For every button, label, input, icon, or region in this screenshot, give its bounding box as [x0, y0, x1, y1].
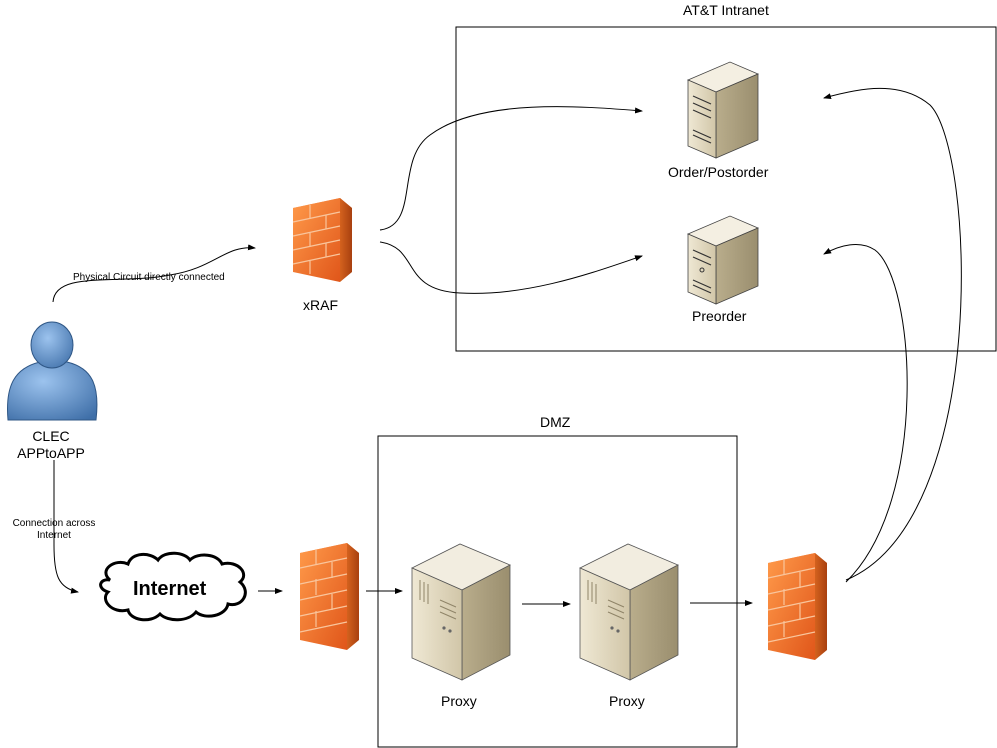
edge-xraf-to-preorder: [379, 241, 643, 294]
intranet-zone: [455, 26, 997, 352]
edge-firewall-to-preorder: [823, 243, 908, 583]
proxy-server-1-icon: [411, 543, 511, 681]
physical-circuit-label: Physical Circuit directly connected: [73, 272, 225, 283]
edge-user-to-internet: [53, 460, 79, 594]
order-server-icon: [686, 61, 760, 159]
preorder-server-icon: [686, 215, 760, 305]
entry-firewall-icon: [299, 543, 359, 650]
preorder-server-label: Preorder: [692, 308, 747, 324]
xraf-firewall-icon: [292, 198, 352, 282]
proxy-2-label: Proxy: [609, 693, 645, 709]
proxy-server-2-icon: [579, 543, 679, 681]
connection-internet-label: Connection across Internet: [4, 518, 104, 542]
cloud-icon: [99, 551, 247, 622]
user-label: CLEC APPtoAPP: [8, 428, 94, 462]
user-label-line2: APPtoAPP: [17, 445, 85, 461]
xraf-label: xRAF: [303, 297, 338, 313]
order-server-label: Order/Postorder: [668, 164, 769, 180]
intranet-zone-label: AT&T Intranet: [683, 2, 769, 18]
edge-physical-circuit: [52, 244, 256, 303]
connection-internet-line1: Connection across: [12, 518, 96, 529]
dmz-zone-label: DMZ: [540, 414, 571, 430]
internet-label: Internet: [133, 578, 207, 600]
edge-xraf-to-order: [379, 106, 643, 231]
exit-firewall-icon: [767, 553, 827, 660]
user-label-line1: CLEC: [32, 428, 70, 444]
edge-firewall-to-order: [823, 87, 962, 581]
connection-internet-line2: Internet: [37, 530, 71, 541]
person-icon: [6, 321, 98, 421]
proxy-1-label: Proxy: [441, 693, 477, 709]
